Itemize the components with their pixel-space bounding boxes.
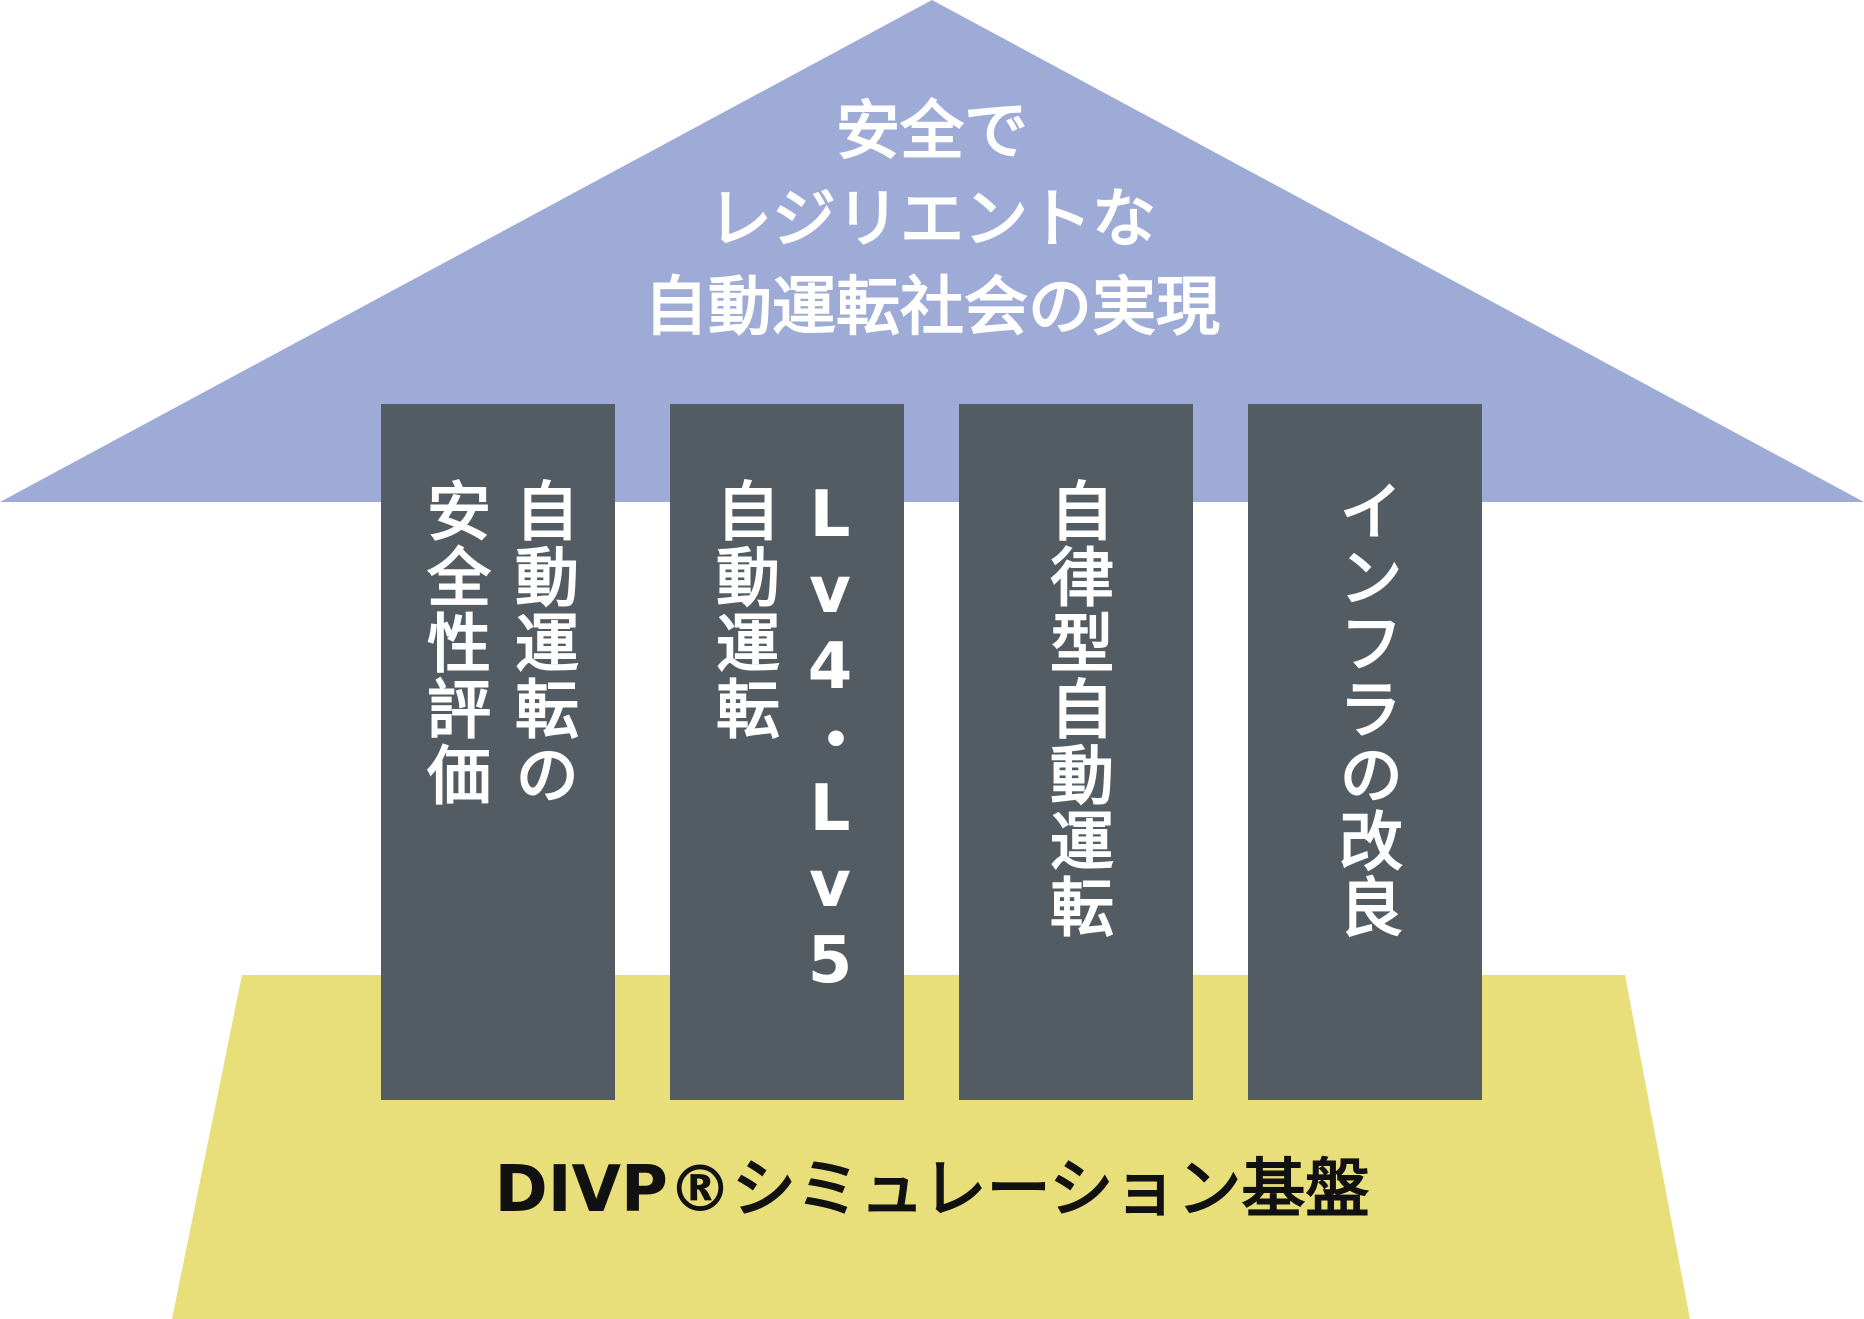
pillar-label-line: 自律型自動運転 bbox=[1039, 478, 1113, 940]
pillar-label-infrastructure: インフラの改良 bbox=[1321, 478, 1409, 940]
roof-title-line: 安全で bbox=[836, 95, 1028, 169]
roof-title: 安全で レジリエントな 自動運転社会の実現 bbox=[432, 88, 1432, 352]
pillar-label-autonomous: 自律型自動運転 bbox=[1032, 478, 1120, 940]
pillar-infrastructure bbox=[1248, 404, 1482, 1100]
roof-triangle bbox=[0, 0, 1864, 502]
pillar-label-line: 自動運転の bbox=[504, 478, 578, 808]
roof-title-line: レジリエントな bbox=[708, 183, 1156, 257]
pillar-label-lv4-lv5: Lv4・Lv5 自動運転 bbox=[698, 478, 874, 1000]
pillar-safety-evaluation bbox=[381, 404, 615, 1100]
roof-title-line: 自動運転社会の実現 bbox=[644, 271, 1220, 345]
pillar-label-line: Lv4・Lv5 bbox=[793, 478, 867, 1000]
pillar-autonomous bbox=[959, 404, 1193, 1100]
pillar-label-line: 安全性評価 bbox=[416, 478, 490, 808]
pillar-lv4-lv5 bbox=[670, 404, 904, 1100]
pillar-label-line: インフラの改良 bbox=[1328, 478, 1402, 940]
pillar-label-line: 自動運転 bbox=[705, 478, 779, 742]
pillar-label-safety-evaluation: 自動運転の 安全性評価 bbox=[409, 478, 585, 808]
base-label: DIVP®シミュレーション基盤 bbox=[494, 1153, 1370, 1227]
